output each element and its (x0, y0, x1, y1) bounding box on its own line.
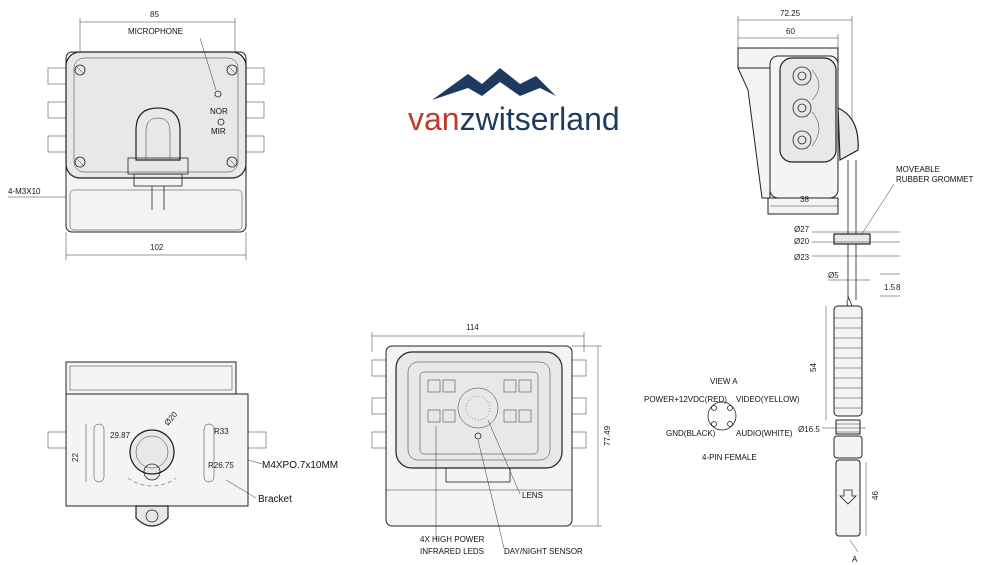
dim-22: 22 (71, 453, 80, 462)
dim-d20: Ø20 (794, 237, 810, 246)
dim-r33: R33 (214, 427, 229, 436)
bracket-view: 22 29.87 Ø20 R33 R26.75 M4XPO.7x10MM Bra… (47, 361, 338, 527)
switch-label-mir: MIR (211, 127, 226, 136)
dim-d23: Ø23 (794, 253, 810, 262)
pin-gnd-label: GND(BLACK) (666, 429, 716, 438)
pin-power-label: POWER+12VDC(RED) (644, 395, 727, 404)
dim-r26-75: R26.75 (208, 461, 234, 470)
dim-72-25: 72.25 (780, 9, 801, 18)
dim-114: 114 (466, 323, 479, 332)
dim-77-49: 77.49 (603, 425, 612, 446)
dim-60: 60 (786, 27, 795, 36)
brand-name-part1: van (408, 101, 460, 137)
mountain-icon (432, 68, 556, 100)
connector-view: VIEW A POWER+12VDC(RED) VIDEO(YELLOW) GN… (644, 377, 800, 462)
dim-54: 54 (809, 363, 818, 372)
view-a-title: VIEW A (710, 377, 738, 386)
dim-85: 85 (150, 10, 159, 19)
sensor-label: DAY/NIGHT SENSOR (504, 547, 583, 556)
bracket-label: Bracket (258, 494, 292, 505)
label-a: A (852, 555, 858, 564)
leds-label-2: INFRARED LEDS (420, 547, 484, 556)
lens-view: 114 77.49 LENS 4X HIGH POWER INFRA (371, 323, 612, 556)
dim-29-87: 29.87 (110, 431, 131, 440)
microphone-label: MICROPHONE (128, 27, 183, 36)
dim-d27: Ø27 (794, 225, 810, 234)
grommet-label-2: RUBBER GROMMET (896, 175, 973, 184)
pin-audio-label: AUDIO(WHITE) (736, 429, 793, 438)
grommet-label-1: MOVEABLE (896, 165, 940, 174)
dim-8: 8 (896, 283, 901, 292)
pin-video-label: VIDEO(YELLOW) (736, 395, 800, 404)
thread-label: M4XPO.7x10MM (262, 460, 338, 471)
connector-caption: 4-PIN FEMALE (702, 453, 757, 462)
dim-d16-5: Ø16.5 (798, 425, 820, 434)
brand-name-part2: zwitserland (460, 101, 620, 137)
brand-logo: vanzwitserland (408, 68, 620, 137)
dim-46: 46 (871, 491, 880, 500)
dim-1-5: 1.5 (884, 283, 896, 292)
side-view: 72.25 60 38 MOVEABLE RUBBER GROMMET Ø27 … (737, 9, 973, 564)
dim-d5: Ø5 (828, 271, 839, 280)
switch-label-nor: NOR (210, 107, 228, 116)
dim-38: 38 (800, 195, 809, 204)
lens-label: LENS (522, 491, 543, 500)
dim-102: 102 (150, 243, 164, 252)
screws-label: 4-M3X10 (8, 187, 41, 196)
leds-label-1: 4X HIGH POWER (420, 535, 485, 544)
svg-text:vanzwitserland: vanzwitserland (408, 101, 620, 137)
front-view: 85 MICROPHONE NOR MIR (8, 10, 265, 260)
